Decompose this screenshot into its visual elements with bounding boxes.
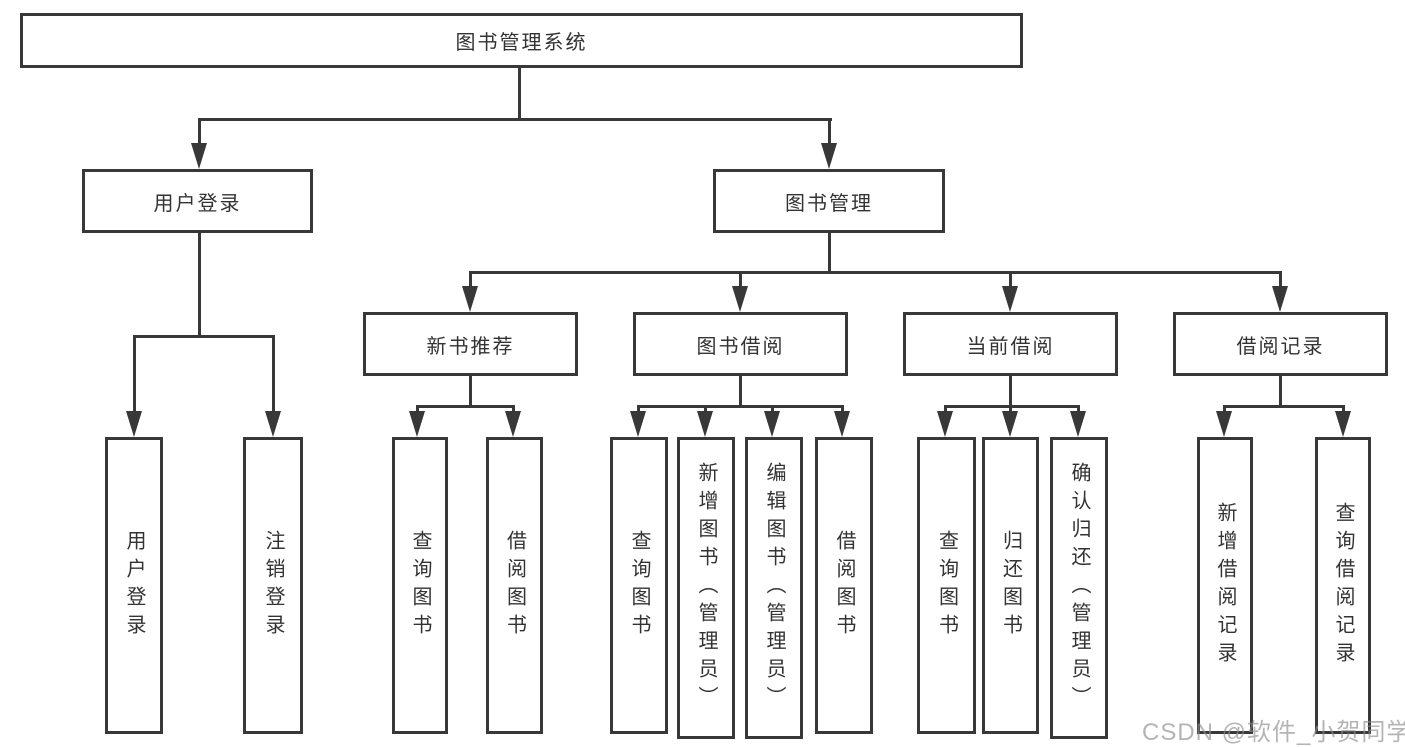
csdn-watermark: CSDN @软件_小贺同学 (1142, 719, 1405, 746)
leaf-label: 新增图书（管理员） (695, 462, 717, 714)
leaf-label: 新增借阅记录 (1214, 501, 1236, 670)
arrowhead-down (937, 411, 953, 437)
leaf-label: 借阅图书 (503, 529, 526, 642)
connector-line (1223, 405, 1345, 408)
connector-line (944, 405, 1080, 408)
arrowhead-down (764, 411, 780, 437)
connector-line (133, 335, 275, 338)
node-new-book-recommend: 新书推荐 (363, 312, 578, 376)
node-label: 新书推荐 (426, 335, 515, 358)
leaf-label: 确认归还（管理员） (1068, 462, 1090, 714)
leaf-add-book-admin: 新增图书（管理员） (677, 437, 735, 739)
leaf-label: 注销登录 (262, 529, 284, 642)
connector-line (1009, 271, 1012, 291)
arrowhead-down (409, 411, 425, 437)
connector-line (828, 118, 831, 163)
arrowhead-down (265, 411, 281, 437)
connector-line (198, 233, 201, 338)
connector-line (198, 118, 201, 163)
arrowhead-down (834, 411, 850, 437)
node-label: 当前借阅 (966, 335, 1055, 358)
arrowhead-down (1002, 286, 1018, 312)
leaf-label: 查询图书 (409, 529, 431, 642)
connector-line (637, 405, 844, 408)
leaf-label: 查询图书 (628, 529, 650, 642)
connector-line (739, 271, 742, 291)
arrowhead-down (697, 411, 713, 437)
node-label: 图书借阅 (696, 335, 785, 358)
arrowhead-down (191, 143, 207, 169)
leaf-borrow-books-2: 借阅图书 (815, 437, 873, 734)
arrowhead-down (630, 411, 646, 437)
connector-line (469, 376, 472, 408)
arrowhead-down (1335, 411, 1351, 437)
leaf-add-borrow-record: 新增借阅记录 (1197, 437, 1253, 734)
connector-line (272, 335, 275, 415)
node-book-management: 图书管理 (713, 169, 945, 233)
leaf-label: 查询图书 (935, 529, 958, 642)
arrowhead-down (1002, 411, 1018, 437)
arrowhead-down (1070, 411, 1086, 437)
leaf-confirm-return-admin: 确认归还（管理员） (1050, 437, 1108, 739)
connector-line (133, 335, 136, 415)
connector-line (518, 68, 521, 120)
arrowhead-down (1272, 286, 1288, 312)
leaf-logout: 注销登录 (243, 437, 303, 734)
arrowhead-down (1216, 411, 1232, 437)
leaf-query-books-2: 查询图书 (610, 437, 668, 734)
arrowhead-down (732, 286, 748, 312)
leaf-query-books-3: 查询图书 (917, 437, 976, 734)
connector-line (1279, 376, 1282, 408)
node-current-borrowing: 当前借阅 (903, 312, 1118, 376)
leaf-label: 用户登录 (123, 529, 145, 642)
leaf-label: 查询借阅记录 (1332, 501, 1354, 670)
node-user-login: 用户登录 (82, 169, 313, 233)
connector-line (1279, 271, 1282, 291)
leaf-edit-book-admin: 编辑图书（管理员） (745, 437, 803, 739)
arrowhead-down (462, 286, 478, 312)
node-label: 借阅记录 (1236, 335, 1325, 358)
node-book-borrowing: 图书借阅 (633, 312, 848, 376)
leaf-label: 归还图书 (999, 529, 1022, 642)
connector-line (416, 405, 515, 408)
node-label: 图书管理系统 (455, 32, 588, 54)
leaf-return-book: 归还图书 (982, 437, 1039, 734)
leaf-label: 编辑图书（管理员） (763, 462, 785, 714)
connector-line (198, 118, 832, 121)
connector-line (739, 376, 742, 408)
connector-line (469, 271, 472, 291)
leaf-borrow-books-1: 借阅图书 (486, 437, 543, 734)
arrowhead-down (505, 411, 521, 437)
connector-line (1009, 376, 1012, 408)
node-label: 用户登录 (153, 192, 242, 215)
node-root-library-system: 图书管理系统 (20, 13, 1023, 68)
leaf-query-borrow-record: 查询借阅记录 (1315, 437, 1371, 734)
arrowhead-down (821, 143, 837, 169)
connector-line (469, 271, 1282, 274)
arrowhead-down (126, 411, 142, 437)
leaf-label: 借阅图书 (833, 529, 855, 642)
node-borrowing-records: 借阅记录 (1173, 312, 1388, 376)
node-label: 图书管理 (785, 192, 873, 215)
connector-line (828, 233, 831, 273)
leaf-query-books-1: 查询图书 (392, 437, 448, 734)
leaf-user-login: 用户登录 (105, 437, 163, 734)
